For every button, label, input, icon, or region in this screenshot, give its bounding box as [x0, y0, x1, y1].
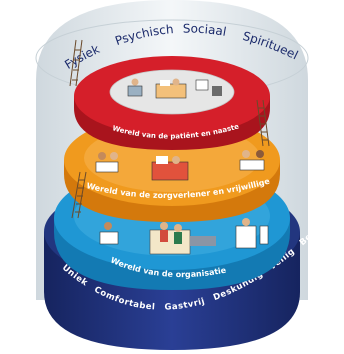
patient-room-scene-icon — [127, 78, 222, 99]
ladder-icon — [69, 39, 83, 87]
organisation-scene-icon — [99, 218, 269, 255]
caregiver-scene-icon — [95, 150, 265, 181]
ladder-icon — [71, 171, 87, 219]
ladder-icon — [256, 99, 270, 147]
svg-text:Sociaal: Sociaal — [183, 22, 228, 39]
dimension-sociaal: Sociaal — [183, 22, 228, 39]
